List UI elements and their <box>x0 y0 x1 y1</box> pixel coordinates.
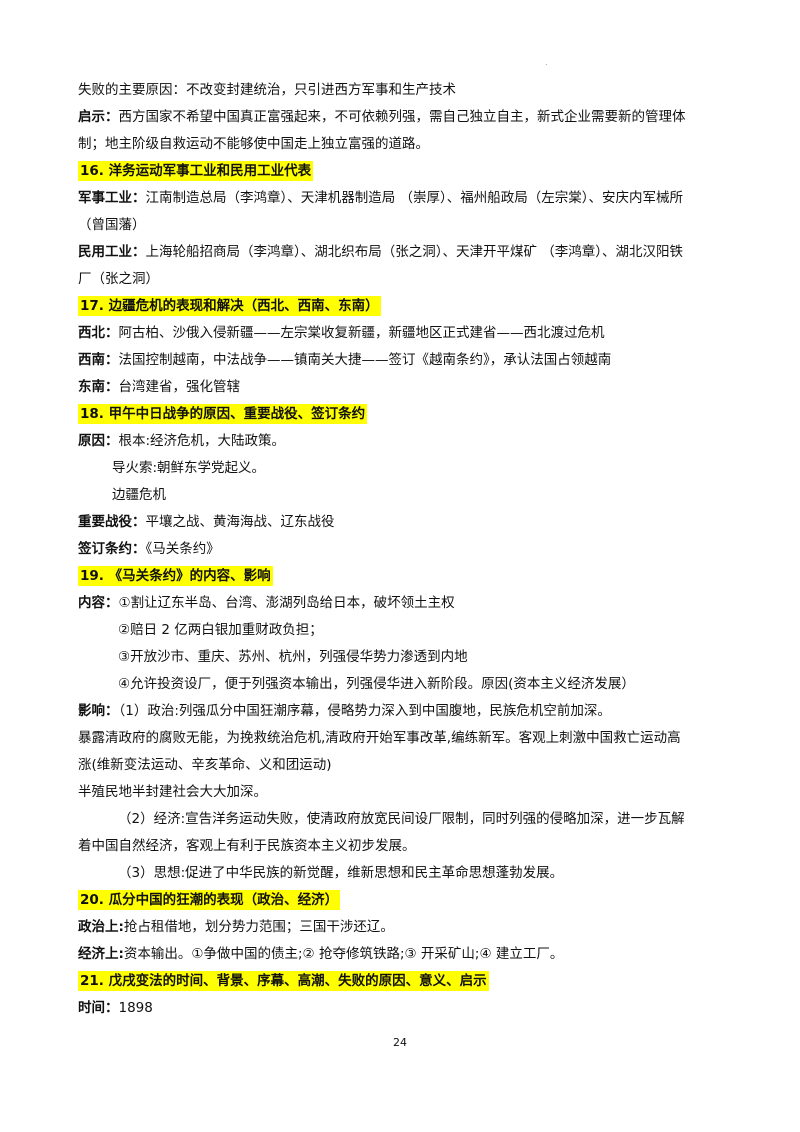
text-line: 暴露清政府的腐败无能，为挽救统治危机,清政府开始军事改革,编练新军。客观上刺激中… <box>78 730 681 746</box>
text-line: 西南：法国控制越南，中法战争——镇南关大捷——签订《越南条约》，承认法国占领越南 <box>78 352 612 368</box>
text-line: 军事工业：江南制造总局（李鸿章）、天津机器制造局 （崇厚）、福州船政局（左宗棠）… <box>78 190 684 206</box>
section-heading: 16. 洋务运动军事工业和民用工业代表 <box>78 161 314 181</box>
text-line: 经济上:资本输出。①争做中国的债主;② 抢夺修筑铁路;③ 开采矿山;④ 建立工厂… <box>78 946 564 962</box>
section-heading: 18. 甲午中日战争的原因、重要战役、签订条约 <box>78 404 368 424</box>
text-line: 着中国自然经济，客观上有利于民族资本主义初步发展。 <box>78 838 416 854</box>
text-line: 厂（张之洞） <box>78 271 159 287</box>
text-line: （2）经济:宣告洋务运动失败，使清政府放宽民间设厂限制，同时列强的侵略加深，进一… <box>118 811 685 827</box>
text-line: （曾国藩） <box>78 217 146 233</box>
section-heading: 17. 边疆危机的表现和解决（西北、西南、东南） <box>78 296 381 316</box>
text-line: 时间：1898 <box>78 1000 153 1016</box>
text-line: 签订条约：《马关条约》 <box>78 541 220 557</box>
text-line: 制；地主阶级自救运动不能够使中国走上独立富强的道路。 <box>78 136 429 152</box>
text-line: 半殖民地半封建社会大大加深。 <box>78 784 267 800</box>
text-line: 东南：台湾建省，强化管辖 <box>78 379 240 395</box>
text-line: （3）思想:促进了中华民族的新觉醒，维新思想和民主革命思想蓬勃发展。 <box>118 865 564 881</box>
text-line: 影响：（1）政治:列强瓜分中国狂潮序幕，侵略势力深入到中国腹地，民族危机空前加深… <box>78 703 611 719</box>
text-line: 内容：①割让辽东半岛、台湾、澎湖列岛给日本，破坏领土主权 <box>78 595 455 611</box>
text-line: 西北：阿古柏、沙俄入侵新疆——左宗棠收复新疆，新疆地区正式建省——西北渡过危机 <box>78 325 605 341</box>
text-line: 民用工业：上海轮船招商局（李鸿章）、湖北织布局（张之洞）、天津开平煤矿 （李鸿章… <box>78 244 684 260</box>
text-line: 失败的主要原因：不改变封建统治，只引进西方军事和生产技术 <box>78 82 456 98</box>
section-heading: 20. 瓜分中国的狂潮的表现（政治、经济） <box>78 890 341 910</box>
text-line: ②赔日 2 亿两白银加重财政负担； <box>118 622 323 638</box>
text-line: 涨(维新变法运动、辛亥革命、义和团运动) <box>78 757 332 773</box>
text-line: 政治上:抢占租借地，划分势力范围；三国干涉还辽。 <box>78 919 394 935</box>
text-line: 导火索:朝鲜东学党起义。 <box>112 460 266 476</box>
text-line: ③开放沙市、重庆、苏州、杭州，列强侵华势力渗透到内地 <box>118 649 468 665</box>
text-line: 启示：西方国家不希望中国真正富强起来，不可依赖列强，需自己独立自主，新式企业需要… <box>78 109 686 125</box>
section-heading: 19. 《马关条约》的内容、影响 <box>78 566 273 586</box>
text-line: 原因：根本:经济危机，大陆政策。 <box>78 433 286 449</box>
page-dot: . <box>545 58 548 67</box>
text-line: 重要战役：平壤之战、黄海海战、辽东战役 <box>78 514 335 530</box>
text-line: 边疆危机 <box>112 487 166 503</box>
section-heading: 21. 戊戌变法的时间、背景、序幕、高潮、失败的原因、意义、启示 <box>78 971 489 991</box>
page-number: 24 <box>393 1036 407 1049</box>
text-line: ④允许投资设厂，便于列强资本输出，列强侵华进入新阶段。原因(资本主义经济发展） <box>118 676 635 692</box>
